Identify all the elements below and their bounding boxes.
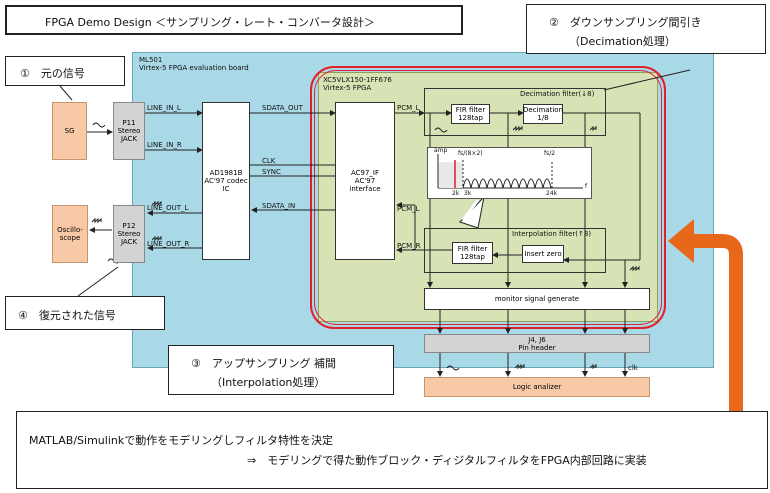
board-name: ML501 [139, 56, 163, 64]
pin-header-block: J4, J6 Pin header [424, 334, 650, 353]
callout-2-text-1: ② ダウンサンプリング間引き [549, 16, 702, 29]
fpga-highlight-outline [310, 66, 666, 329]
header-label-2: Pin header [518, 343, 556, 352]
dec-label-1: Decimation [523, 106, 564, 114]
interpolation-filter-title: Interpolation filter(↑8) [512, 230, 592, 238]
callout-1-text: ① 元の信号 [20, 67, 85, 80]
spectrum-tick-3k: 3k [464, 190, 472, 197]
callout-3-text-1: ③ アップサンプリング 補間 [191, 357, 337, 370]
header-label-1: J4, J6 [528, 335, 546, 344]
line-in-l-label: LINE_IN_L [147, 104, 181, 112]
codec-label-1: AD1981B [209, 169, 243, 177]
logic-analyzer-label: Logic analizer [512, 383, 562, 391]
fpga-subtitle: Virtex-5 FPGA [323, 84, 372, 92]
p11-label-2: Stereo [117, 127, 141, 135]
pcm-l-in-label: PCM_L [397, 104, 420, 112]
interpolation-filter-group [424, 228, 606, 273]
bottom-note-box: MATLAB/Simulinkで動作をモデリングしフィルタ特性を決定 ⇒ モデリ… [16, 411, 768, 489]
clk-small-label: clk [628, 364, 638, 372]
decimation-block: Decimation 1/8 [523, 104, 563, 124]
clk-label: CLK [262, 157, 276, 165]
spectrum-tick-24k: 24k [546, 190, 558, 197]
fir1-label-2: 128tap [458, 114, 483, 122]
spectrum-svg [437, 154, 583, 189]
p11-jack: P11 Stereo JACK [113, 102, 145, 160]
sync-label: SYNC [262, 168, 281, 176]
codec-block: AD1981B AC'97 codec IC [202, 102, 250, 260]
decimation-filter-group [424, 88, 606, 136]
title-box: FPGA Demo Design ＜サンプリング・レート・コンバータ設計＞ [5, 5, 463, 35]
ac97-label-1: AC97_IF [350, 169, 380, 177]
codec-label-3: IC [222, 185, 230, 193]
callout-3-text-2: （Interpolation処理） [211, 376, 326, 389]
sg-block: SG [52, 102, 87, 160]
fpga-name: XC5VLX150-1FF676 [323, 76, 392, 84]
p11-label-1: P11 [122, 119, 136, 127]
pcm-l-out-label: PCM_L [397, 205, 420, 213]
fir2-label-1: FIR filter [457, 245, 488, 253]
fir2-label-2: 128tap [460, 253, 485, 261]
fir-filter-2: FIR filter 128tap [452, 242, 493, 264]
logic-analyzer-block: Logic analizer [424, 377, 650, 397]
spectrum-amp-label: amp [434, 147, 448, 154]
insert-zero-label: Insert zero [524, 250, 562, 258]
ac97-label-2: AC'97 [354, 177, 376, 185]
osc-label-2: scope [59, 234, 81, 242]
callout-original-signal: ① 元の信号 [5, 56, 125, 86]
spectrum-plot: amp fs/(8×2) fs/2 f 2k 3k 24k [427, 147, 592, 199]
p12-label-3: JACK [120, 238, 138, 246]
fir-filter-1: FIR filter 128tap [451, 104, 490, 124]
bottom-note-line-2: ⇒ モデリングで得た動作ブロック・ディジタルフィルタをFPGA内部回路に実装 [247, 454, 647, 467]
ac97-label-3: interface [349, 185, 381, 193]
callout-2-text-2: （Decimation処理） [569, 35, 676, 48]
pcm-r-out-label: PCM_R [397, 242, 421, 250]
title-text: FPGA Demo Design ＜サンプリング・レート・コンバータ設計＞ [45, 16, 375, 29]
p12-jack: P12 Stereo JACK [113, 205, 145, 263]
callout-interpolation: ③ アップサンプリング 補間 （Interpolation処理） [168, 345, 394, 395]
sg-label: SG [64, 127, 75, 135]
bottom-note-line-1: MATLAB/Simulinkで動作をモデリングしフィルタ特性を決定 [29, 434, 333, 447]
ac97-interface-block: AC97_IF AC'97 interface [335, 102, 395, 260]
board-subtitle: Virtex-5 FPGA evaluation board [139, 64, 249, 72]
dec-label-2: 1/8 [537, 114, 549, 122]
line-out-l-label: LINE_OUT_L [147, 204, 189, 212]
osc-label-1: Oscillo- [57, 226, 83, 234]
oscilloscope-block: Oscillo- scope [52, 205, 88, 263]
monitor-label: monitor signal generate [494, 295, 580, 303]
spectrum-f-label: f [585, 183, 588, 190]
callout-decimation: ② ダウンサンプリング間引き （Decimation処理） [526, 4, 766, 54]
decimation-filter-title: Decimation filter(↓8) [520, 90, 595, 98]
p11-label-3: JACK [120, 135, 138, 143]
fir1-label-1: FIR filter [455, 106, 486, 114]
orange-feedback-arrow [668, 219, 743, 415]
insert-zero-block: Insert zero [522, 245, 564, 263]
spectrum-fs-half-8-label: fs/(8×2) [458, 150, 483, 157]
line-in-r-label: LINE_IN_R [147, 141, 182, 149]
monitor-signal-generate-block: monitor signal generate [424, 288, 650, 310]
codec-label-2: AC'97 codec [204, 177, 248, 185]
callout-restored-signal: ④ 復元された信号 [5, 296, 165, 330]
line-out-r-label: LINE_OUT_R [147, 240, 190, 248]
spectrum-fs-half-label: fs/2 [544, 150, 556, 157]
p12-label-2: Stereo [117, 230, 141, 238]
fpga-highlight-outline-inner [314, 70, 662, 325]
callout-4-text: ④ 復元された信号 [18, 309, 116, 322]
sdata-out-label: SDATA_OUT [262, 104, 303, 112]
p12-label-1: P12 [122, 222, 136, 230]
spectrum-tick-2k: 2k [452, 190, 460, 197]
sdata-in-label: SDATA_IN [262, 202, 296, 210]
